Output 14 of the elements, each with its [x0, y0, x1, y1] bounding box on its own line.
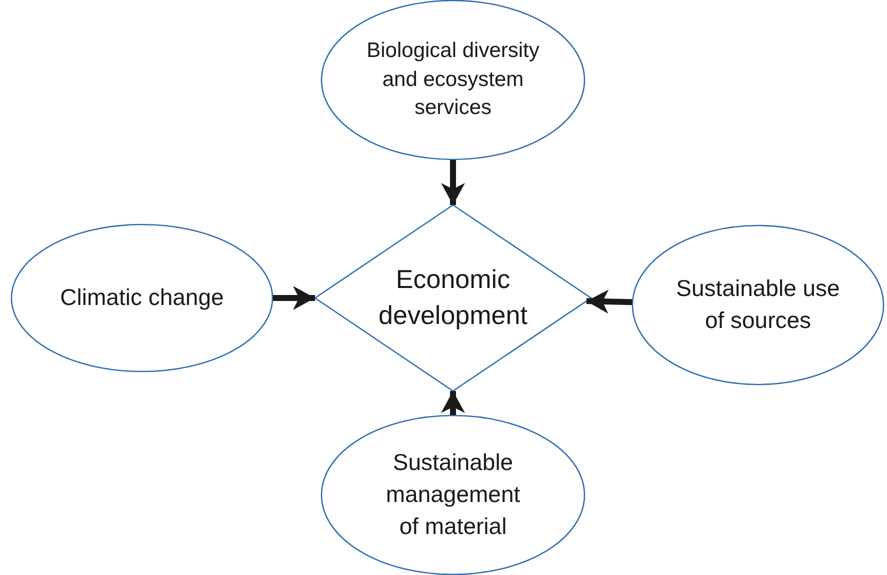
node-label: Sustainable use of sources [675, 274, 841, 335]
arrow [441, 391, 465, 415]
node-label: Climatic change [60, 283, 224, 312]
arrow [586, 290, 632, 314]
arrow [441, 160, 465, 205]
node-label: Sustainable management of material [384, 448, 522, 541]
node-label: Economic development [378, 263, 528, 332]
node-label: Biological diversity and ecosystem services [366, 38, 540, 122]
arrow [273, 286, 315, 310]
ellipse-node [11, 224, 273, 372]
decision-diamond [315, 205, 591, 391]
ellipse-node [321, 0, 585, 160]
ellipse-node [632, 225, 884, 385]
ellipse-node [321, 415, 585, 575]
